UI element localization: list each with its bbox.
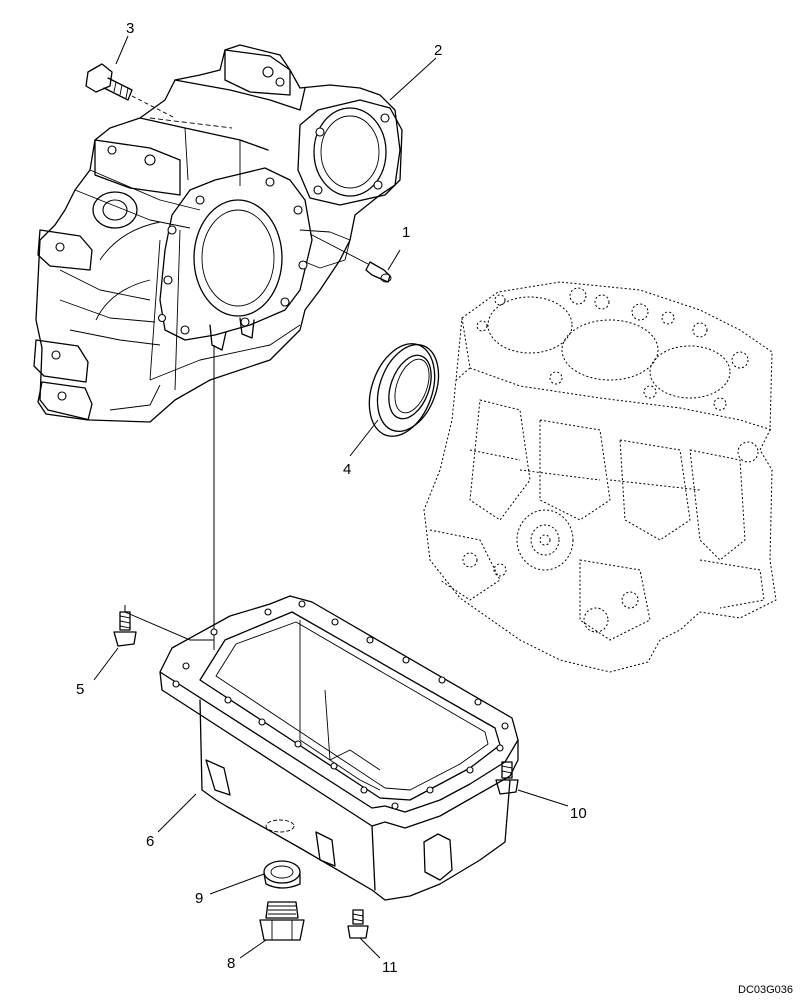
callout-8: 8 — [227, 955, 235, 972]
engine-block-outline — [423, 281, 777, 673]
oil-seal — [368, 343, 440, 437]
callout-9: 9 — [195, 890, 203, 907]
callout-10: 10 — [570, 805, 587, 822]
gasket — [263, 860, 301, 889]
callout-5: 5 — [76, 681, 84, 698]
bolt-11 — [347, 909, 369, 939]
drain-plug — [259, 901, 305, 941]
callout-6: 6 — [146, 833, 154, 850]
callout-11: 11 — [382, 959, 398, 976]
oil-pan — [159, 595, 519, 901]
callout-1: 1 — [402, 224, 410, 241]
callout-3: 3 — [126, 20, 134, 37]
pin — [309, 233, 392, 283]
callout-2: 2 — [434, 42, 442, 59]
flywheel-housing — [33, 44, 403, 423]
bolt-5 — [113, 611, 137, 647]
callout-4: 4 — [343, 461, 351, 478]
bolt-top — [85, 63, 176, 119]
drawing-code: DC03G036 — [738, 984, 793, 996]
bolt-5-alignment-line — [124, 605, 214, 641]
bolt-10 — [495, 761, 519, 795]
callout-leaders — [93, 35, 569, 959]
